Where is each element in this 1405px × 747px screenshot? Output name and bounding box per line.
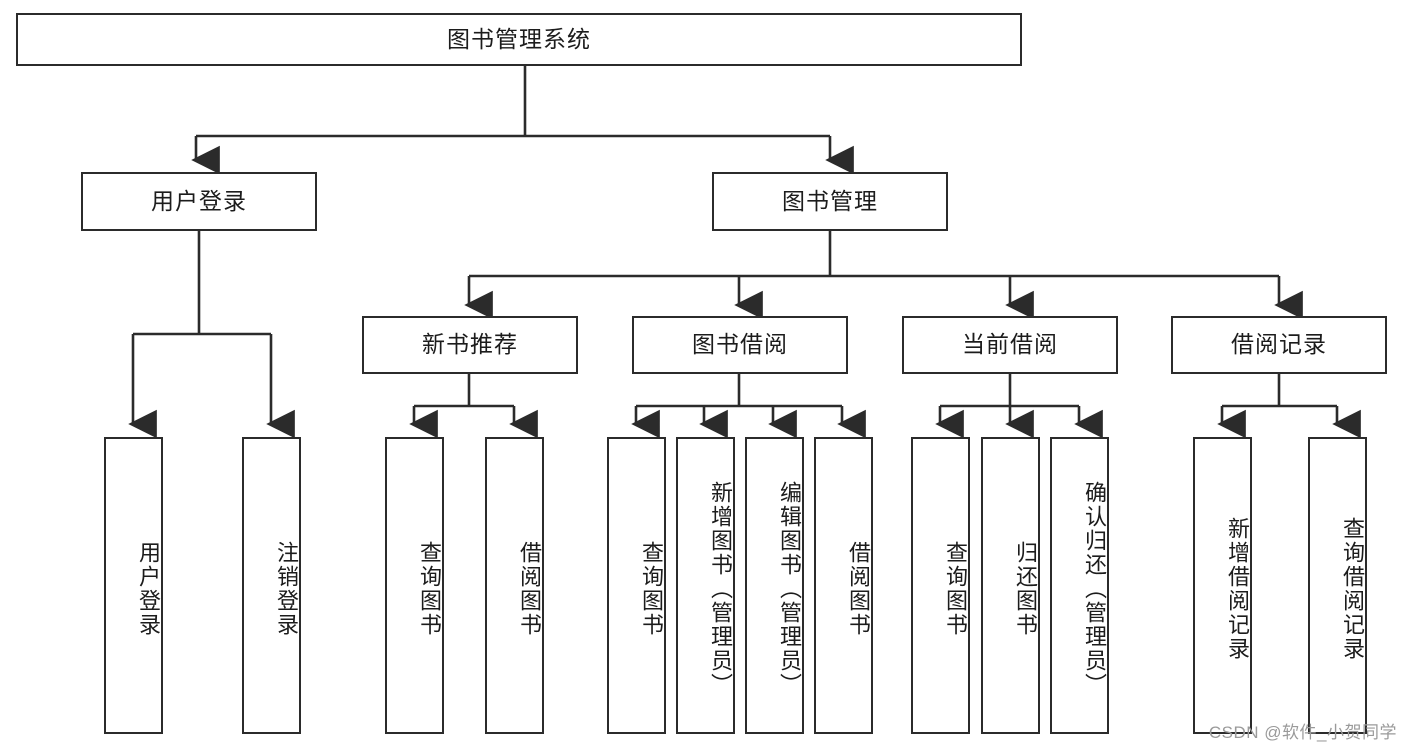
node-label: 借阅图书 [846,540,871,637]
leaf-current-confirm-return[interactable]: 确认归还（管理员） [1050,437,1109,734]
node-label: 新增借阅记录 [1225,516,1250,661]
leaf-user-login-logout[interactable]: 注销登录 [242,437,301,734]
node-label: 查询借阅记录 [1340,516,1365,661]
node-label: 查询图书 [943,540,968,637]
leaf-user-login-login[interactable]: 用户登录 [104,437,163,734]
leaf-new-book-query[interactable]: 查询图书 [385,437,444,734]
node-label: 新书推荐 [422,331,518,358]
leaf-new-book-borrow[interactable]: 借阅图书 [485,437,544,734]
node-label: 查询图书 [417,540,442,637]
node-label: 图书管理 [782,187,878,214]
node-book-management[interactable]: 图书管理 [712,172,948,231]
node-label: 用户登录 [151,187,247,214]
node-label: 借阅图书 [517,540,542,637]
node-label: 确认归还（管理员） [1082,480,1107,697]
node-label: 查询图书 [639,540,664,637]
leaf-current-return-book[interactable]: 归还图书 [981,437,1040,734]
node-label: 注销登录 [274,540,299,637]
node-label: 当前借阅 [962,331,1058,358]
leaf-borrow-borrow-book[interactable]: 借阅图书 [814,437,873,734]
leaf-borrow-edit-book[interactable]: 编辑图书（管理员） [745,437,804,734]
node-book-borrow[interactable]: 图书借阅 [632,316,848,374]
node-label: 借阅记录 [1231,331,1327,358]
node-label: 图书管理系统 [447,25,591,52]
node-user-login[interactable]: 用户登录 [81,172,317,231]
node-current-borrow[interactable]: 当前借阅 [902,316,1118,374]
leaf-record-query[interactable]: 查询借阅记录 [1308,437,1367,734]
leaf-record-add[interactable]: 新增借阅记录 [1193,437,1252,734]
node-label: 归还图书 [1013,540,1038,637]
leaf-current-query-book[interactable]: 查询图书 [911,437,970,734]
node-label: 用户登录 [136,540,161,637]
node-borrow-record[interactable]: 借阅记录 [1171,316,1387,374]
node-root-system[interactable]: 图书管理系统 [16,13,1022,66]
node-label: 图书借阅 [692,331,788,358]
node-label: 编辑图书（管理员） [777,480,802,697]
csdn-watermark: CSDN @软件_小贺同学 [1208,723,1397,742]
leaf-borrow-query-book[interactable]: 查询图书 [607,437,666,734]
node-new-book-recommend[interactable]: 新书推荐 [362,316,578,374]
node-label: 新增图书（管理员） [708,480,733,697]
leaf-borrow-add-book[interactable]: 新增图书（管理员） [676,437,735,734]
